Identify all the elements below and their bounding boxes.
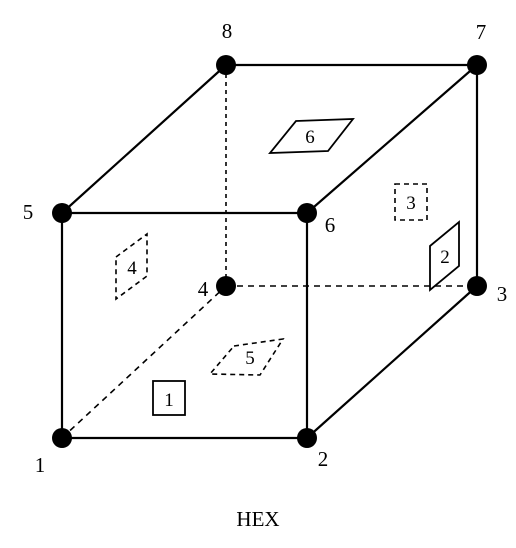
face-labels: 1 2 3 4 5 6 bbox=[127, 127, 450, 411]
node-2-label: 2 bbox=[318, 447, 329, 471]
node-5-dot bbox=[52, 203, 72, 223]
node-3-dot bbox=[467, 276, 487, 296]
node-8-dot bbox=[216, 55, 236, 75]
node-4-dot bbox=[216, 276, 236, 296]
face-2-marker bbox=[429, 220, 460, 292]
face-markers bbox=[115, 118, 460, 416]
face-5-marker bbox=[208, 337, 285, 376]
diagram-caption: HEX bbox=[236, 507, 279, 531]
node-6-label: 6 bbox=[325, 213, 336, 237]
node-8-label: 8 bbox=[222, 19, 233, 43]
node-4-label: 4 bbox=[198, 277, 209, 301]
edge-1-4-hidden bbox=[61, 285, 227, 439]
face-6-marker bbox=[268, 118, 355, 154]
face-5-label: 5 bbox=[245, 348, 255, 369]
edge-2-3 bbox=[306, 285, 478, 439]
node-7-label: 7 bbox=[476, 20, 487, 44]
node-3-label: 3 bbox=[497, 282, 508, 306]
face-1-marker bbox=[152, 380, 186, 416]
node-1-label: 1 bbox=[35, 453, 46, 477]
face-4-marker bbox=[115, 232, 148, 301]
edge-7-6 bbox=[306, 64, 478, 214]
face-4-label: 4 bbox=[127, 258, 137, 279]
node-6-dot bbox=[297, 203, 317, 223]
node-5-label: 5 bbox=[23, 200, 34, 224]
face-3-marker bbox=[394, 183, 428, 221]
face-3-label: 3 bbox=[406, 193, 416, 214]
node-1-dot bbox=[52, 428, 72, 448]
node-2-dot bbox=[297, 428, 317, 448]
node-labels: 1 2 3 4 5 6 7 8 bbox=[23, 19, 508, 477]
node-7-dot bbox=[467, 55, 487, 75]
edge-8-5 bbox=[61, 64, 227, 214]
face-1-label: 1 bbox=[164, 390, 174, 411]
node-dots bbox=[52, 55, 487, 448]
face-2-label: 2 bbox=[440, 247, 450, 268]
face-6-label: 6 bbox=[305, 127, 315, 148]
